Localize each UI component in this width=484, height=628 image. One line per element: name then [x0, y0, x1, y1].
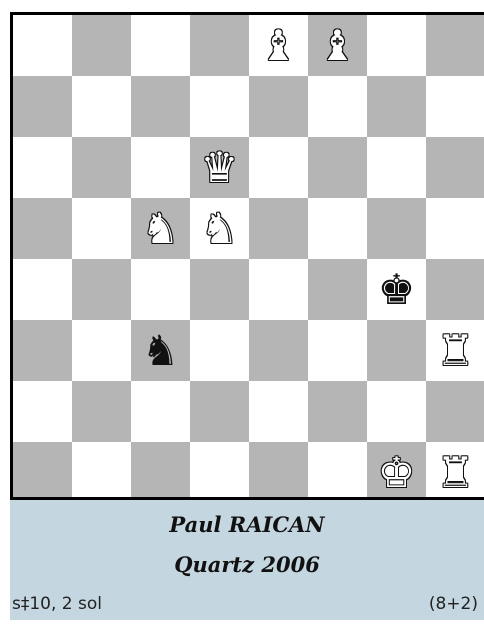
- square-a3[interactable]: [13, 320, 72, 381]
- stipulation: s‡10, 2 sol: [12, 594, 102, 614]
- square-g7[interactable]: [367, 76, 426, 137]
- square-h8[interactable]: [426, 15, 484, 76]
- square-a8[interactable]: [13, 15, 72, 76]
- white-king-icon[interactable]: ♚: [367, 442, 426, 500]
- square-h7[interactable]: [426, 76, 484, 137]
- square-b5[interactable]: [72, 198, 131, 259]
- square-g3[interactable]: [367, 320, 426, 381]
- square-b4[interactable]: [72, 259, 131, 320]
- white-rook-icon[interactable]: ♜: [426, 320, 484, 381]
- square-d3[interactable]: [190, 320, 249, 381]
- white-rook-icon[interactable]: ♜: [426, 442, 484, 500]
- problem-author: Paul RAICAN: [10, 512, 484, 537]
- black-king-icon[interactable]: ♚: [367, 259, 426, 320]
- square-h4[interactable]: [426, 259, 484, 320]
- piece-count: (8+2): [429, 594, 478, 614]
- chess-board: ♝♝♛♞♞♚♞♜♚♜: [10, 12, 484, 500]
- square-g5[interactable]: [367, 198, 426, 259]
- square-f3[interactable]: [308, 320, 367, 381]
- square-c4[interactable]: [131, 259, 190, 320]
- square-d7[interactable]: [190, 76, 249, 137]
- square-b3[interactable]: [72, 320, 131, 381]
- square-a2[interactable]: [13, 381, 72, 442]
- square-c6[interactable]: [131, 137, 190, 198]
- square-d2[interactable]: [190, 381, 249, 442]
- square-e1[interactable]: [249, 442, 308, 500]
- square-a1[interactable]: [13, 442, 72, 500]
- white-knight-icon[interactable]: ♞: [190, 198, 249, 259]
- square-a7[interactable]: [13, 76, 72, 137]
- square-b2[interactable]: [72, 381, 131, 442]
- square-f2[interactable]: [308, 381, 367, 442]
- square-c1[interactable]: [131, 442, 190, 500]
- square-g8[interactable]: [367, 15, 426, 76]
- square-f4[interactable]: [308, 259, 367, 320]
- white-bishop-icon[interactable]: ♝: [308, 15, 367, 76]
- square-d8[interactable]: [190, 15, 249, 76]
- square-e7[interactable]: [249, 76, 308, 137]
- square-b6[interactable]: [72, 137, 131, 198]
- square-a5[interactable]: [13, 198, 72, 259]
- square-e3[interactable]: [249, 320, 308, 381]
- square-h2[interactable]: [426, 381, 484, 442]
- square-h6[interactable]: [426, 137, 484, 198]
- square-e2[interactable]: [249, 381, 308, 442]
- square-g2[interactable]: [367, 381, 426, 442]
- black-knight-icon[interactable]: ♞: [131, 320, 190, 381]
- square-e5[interactable]: [249, 198, 308, 259]
- square-f6[interactable]: [308, 137, 367, 198]
- square-f5[interactable]: [308, 198, 367, 259]
- diagram-caption: Paul RAICAN Quartz 2006 s‡10, 2 sol (8+2…: [10, 500, 484, 620]
- square-e6[interactable]: [249, 137, 308, 198]
- square-f1[interactable]: [308, 442, 367, 500]
- square-g6[interactable]: [367, 137, 426, 198]
- square-e4[interactable]: [249, 259, 308, 320]
- white-knight-icon[interactable]: ♞: [131, 198, 190, 259]
- square-a6[interactable]: [13, 137, 72, 198]
- square-c8[interactable]: [131, 15, 190, 76]
- square-d1[interactable]: [190, 442, 249, 500]
- square-f7[interactable]: [308, 76, 367, 137]
- square-c7[interactable]: [131, 76, 190, 137]
- square-d4[interactable]: [190, 259, 249, 320]
- square-h5[interactable]: [426, 198, 484, 259]
- square-c2[interactable]: [131, 381, 190, 442]
- square-b8[interactable]: [72, 15, 131, 76]
- problem-source: Quartz 2006: [10, 552, 484, 577]
- white-bishop-icon[interactable]: ♝: [249, 15, 308, 76]
- white-queen-icon[interactable]: ♛: [190, 137, 249, 198]
- square-a4[interactable]: [13, 259, 72, 320]
- square-b7[interactable]: [72, 76, 131, 137]
- square-b1[interactable]: [72, 442, 131, 500]
